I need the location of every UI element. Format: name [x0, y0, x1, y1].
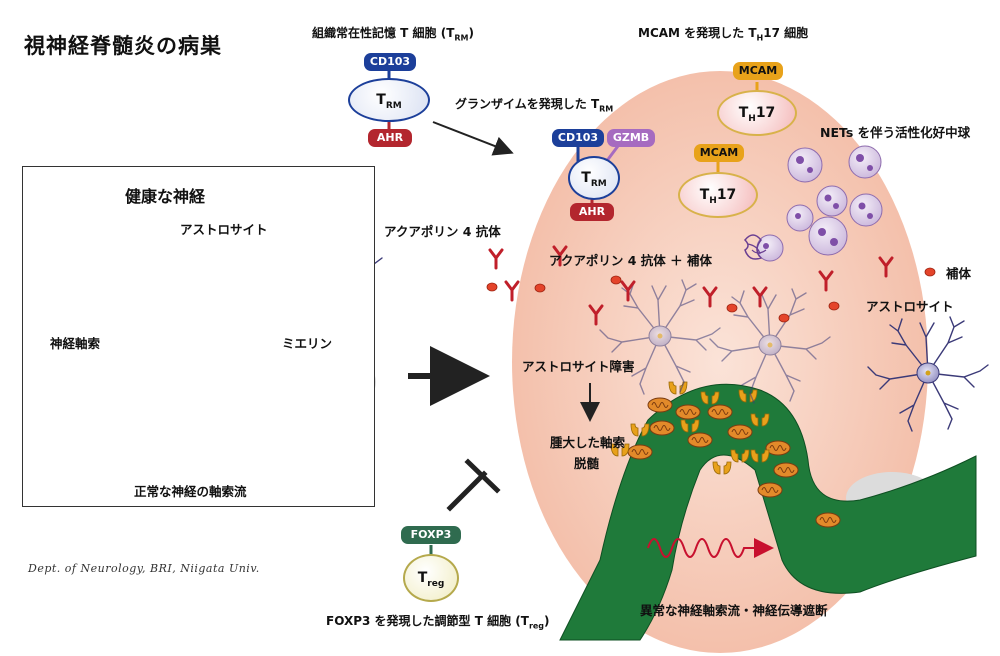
- gzmb-tag: GZMB: [607, 129, 655, 147]
- page-title: 視神経脊髄炎の病巣: [24, 34, 222, 58]
- lesion-astrocyte-label: アストロサイト: [866, 299, 954, 314]
- neutrophils: [743, 145, 883, 262]
- granzyme-ahr-tag: AHR: [570, 203, 614, 221]
- healthy-nerve-panel: 健康な神経: [22, 166, 375, 507]
- astrocyte-damage-label: アストロサイト障害: [522, 359, 635, 374]
- healthy-panel-title: 健康な神経: [125, 187, 206, 206]
- healthy-astrocyte-label: アストロサイト: [180, 222, 268, 237]
- damaged-axon: [559, 381, 977, 641]
- aqp4-complement-label: アクアポリン 4 抗体 ＋ 補体: [549, 253, 712, 268]
- granzyme-trm-caption: グランザイムを発現した TRM: [455, 97, 614, 114]
- trm-migration-arrow: [432, 121, 514, 156]
- axon-label: 神経軸索: [50, 336, 101, 351]
- th17-cell-2: TH17: [678, 172, 758, 218]
- complement-dots: [486, 267, 936, 323]
- trm-cd103-tag: CD103: [364, 53, 416, 71]
- demyelination-label: 脱髄: [574, 456, 600, 471]
- aqp4-antibody-label: アクアポリン 4 抗体: [384, 224, 501, 239]
- complement-label: 補体: [946, 266, 972, 281]
- th17-cell-1: TH17: [717, 90, 797, 136]
- trm-ahr-tag: AHR: [368, 129, 412, 147]
- credit-signature: Dept. of Neurology, BRI, Niigata Univ.: [28, 562, 260, 575]
- abnormal-flow-label: 異常な神経軸索流・神経伝導遮断: [640, 603, 828, 618]
- mitochondria-label: ミトコンドリア: [94, 397, 182, 412]
- foxp3-tag: FOXP3: [401, 526, 461, 544]
- treg-caption: FOXP3 を発現した調節型 T 細胞 (Treg): [326, 614, 550, 631]
- granzyme-trm-cell: TRM: [568, 156, 620, 200]
- trm-caption: 組織常在性記憶 T 細胞 (TRM): [312, 26, 474, 43]
- treg-inhibition: [446, 458, 501, 512]
- trm-cell: TRM: [348, 78, 430, 122]
- th17-mcam-tag-2: MCAM: [694, 144, 744, 162]
- myelin-label: ミエリン: [282, 336, 333, 351]
- th17-caption: MCAM を発現した TH17 細胞: [638, 26, 809, 43]
- nets-caption: NETs を伴う活性化好中球: [820, 125, 971, 140]
- treg-cell: Treg: [403, 554, 459, 602]
- normal-flow-label: 正常な神経の軸索流: [134, 484, 247, 499]
- granzyme-cd103-tag: CD103: [552, 129, 604, 147]
- th17-mcam-tag-1: MCAM: [733, 62, 783, 80]
- abnormal-flow-wave: [647, 538, 774, 558]
- swollen-axon-label: 腫大した軸索: [550, 435, 626, 450]
